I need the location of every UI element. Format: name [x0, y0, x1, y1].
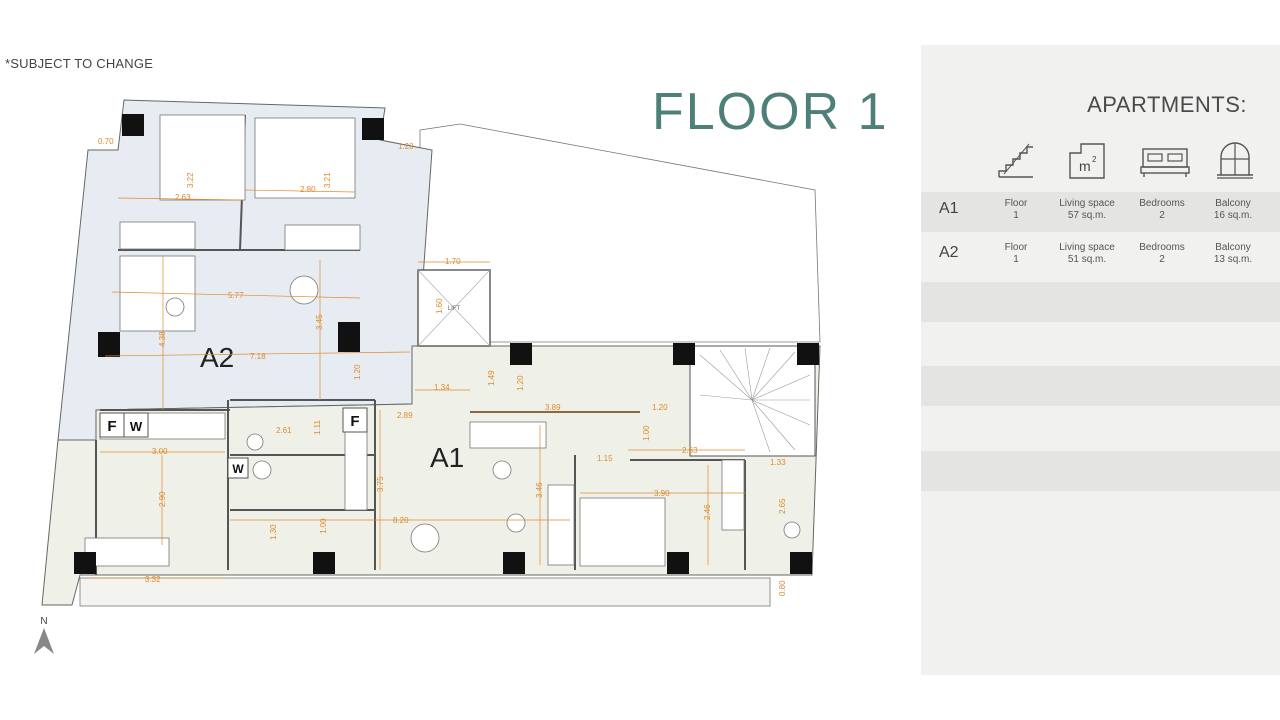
dimension-label: 1.34 [434, 383, 450, 392]
dimension-label: 3.45 [315, 314, 324, 330]
dimension-label: 2.63 [682, 446, 698, 455]
dimension-label: 1.15 [597, 454, 613, 463]
bottom-balcony [79, 577, 771, 607]
dimension-label: 4.38 [158, 331, 167, 347]
bedrooms-label: Bedrooms [1139, 198, 1185, 209]
floor-value: 1 [1013, 210, 1019, 221]
stairs-icon [998, 143, 1033, 178]
dimension-label: 2.80 [300, 185, 316, 194]
balcony-cell: Balcony 13 sq.m. [1203, 242, 1263, 266]
dimension-label: 7.18 [250, 352, 266, 361]
dimension-label: 2.89 [397, 411, 413, 420]
dimension-label: 2.61 [276, 426, 292, 435]
bed-icon [1140, 148, 1190, 177]
dimension-label: 2.46 [703, 504, 712, 520]
unit-label-a1: A1 [430, 442, 464, 473]
dimension-label: 2.90 [158, 491, 167, 507]
floor-cell: Floor 1 [995, 198, 1037, 222]
dimension-label: 1.20 [353, 364, 362, 380]
lift-label: LIFT [448, 306, 461, 312]
apartments-panel: APARTMENTS: m 2 [921, 45, 1280, 675]
unit-label-a2: A2 [200, 342, 234, 373]
washer-label-a2: W [130, 419, 143, 434]
subject-to-change-note: *SUBJECT TO CHANGE [5, 56, 154, 71]
living-space-cell: Living space 57 sq.m. [1051, 198, 1123, 222]
dimension-label: 1.33 [770, 458, 786, 467]
dimension-label: 1.20 [652, 403, 668, 412]
floor-title: FLOOR 1 [652, 83, 889, 141]
fridge-label-a2: F [107, 418, 116, 435]
living-space-cell: Living space 51 sq.m. [1051, 242, 1123, 266]
living-space-label: Living space [1059, 198, 1115, 209]
row-band [921, 192, 1280, 232]
floor-cell: Floor 1 [995, 242, 1037, 266]
dimension-label: 3.75 [376, 476, 385, 492]
row-band [921, 282, 1280, 322]
north-label: N [40, 616, 47, 627]
dimension-labels: 0.70 1.20 3.22 3.21 2.63 2.80 1.70 1.60 … [98, 137, 787, 596]
north-arrow-icon [34, 628, 54, 654]
washer-box-a2 [123, 412, 149, 438]
floor-plan: LIFT [34, 99, 821, 654]
floor-label: Floor [1004, 242, 1028, 253]
fridge-label-a1: F [350, 413, 359, 430]
apartment-row-a2: A2 Floor 1 Living space 51 sq.m. Bedroom… [921, 238, 1280, 280]
area-icon-sup: 2 [1092, 155, 1097, 164]
bedrooms-cell: Bedrooms 2 [1131, 198, 1193, 222]
row-band [921, 366, 1280, 406]
dimension-label: 2.65 [778, 498, 787, 514]
dimension-label: 1.20 [516, 375, 525, 391]
floor-label: Floor [1004, 198, 1028, 209]
bedrooms-value: 2 [1159, 254, 1165, 265]
dimension-label: 1.11 [313, 419, 322, 435]
bedrooms-value: 2 [1159, 210, 1165, 221]
apartment-row-a1: A1 Floor 1 Living space 57 sq.m. Bedroom… [921, 194, 1280, 236]
dimension-label: 3.22 [186, 172, 195, 188]
dimension-label: 1.49 [487, 370, 496, 386]
dimension-label: 2.63 [175, 193, 191, 202]
balcony-label: Balcony [1215, 198, 1251, 209]
dimension-label: 3.89 [545, 403, 561, 412]
dimension-label: 0.70 [98, 137, 114, 146]
dimension-label: 3.21 [323, 172, 332, 188]
bedrooms-label: Bedrooms [1139, 242, 1185, 253]
apartments-title: APARTMENTS: [1087, 92, 1247, 117]
dimension-label: 1.00 [319, 518, 328, 534]
floor-value: 1 [1013, 254, 1019, 265]
balcony-cell: Balcony 16 sq.m. [1203, 198, 1263, 222]
balcony-value: 13 sq.m. [1213, 254, 1253, 265]
dimension-label: 0.80 [778, 580, 787, 596]
living-space-value: 51 sq.m. [1067, 254, 1107, 265]
bedrooms-cell: Bedrooms 2 [1131, 242, 1193, 266]
fridge-box-a1 [342, 407, 368, 433]
living-space-value: 57 sq.m. [1067, 210, 1107, 221]
area-m2-icon: m 2 [1069, 143, 1105, 179]
dimension-label: 1.00 [642, 425, 651, 441]
dimension-label: 3.00 [152, 447, 168, 456]
column-icons: m 2 [921, 141, 1280, 183]
balcony-value: 16 sq.m. [1213, 210, 1253, 221]
balcony-door-icon [1217, 142, 1253, 179]
dimension-label: 1.70 [445, 257, 461, 266]
dimension-label: 1.20 [398, 142, 414, 151]
dimension-label: 3.32 [145, 575, 161, 584]
washer-box-a1 [227, 457, 249, 479]
dimension-label: 3.46 [535, 482, 544, 498]
apartment-code: A2 [939, 244, 959, 261]
dimension-label: 1.30 [269, 524, 278, 540]
apartment-code: A1 [939, 200, 959, 217]
living-space-label: Living space [1059, 242, 1115, 253]
balcony-label: Balcony [1215, 242, 1251, 253]
dimension-label: 5.77 [228, 291, 244, 300]
dimension-label: 3.90 [654, 489, 670, 498]
fridge-box-a2 [99, 412, 125, 438]
area-icon-m: m [1079, 158, 1091, 174]
washer-label-a1: W [232, 462, 244, 476]
dimension-label: 8.20 [393, 516, 409, 525]
dimension-label: 1.60 [435, 298, 444, 314]
row-band [921, 451, 1280, 491]
